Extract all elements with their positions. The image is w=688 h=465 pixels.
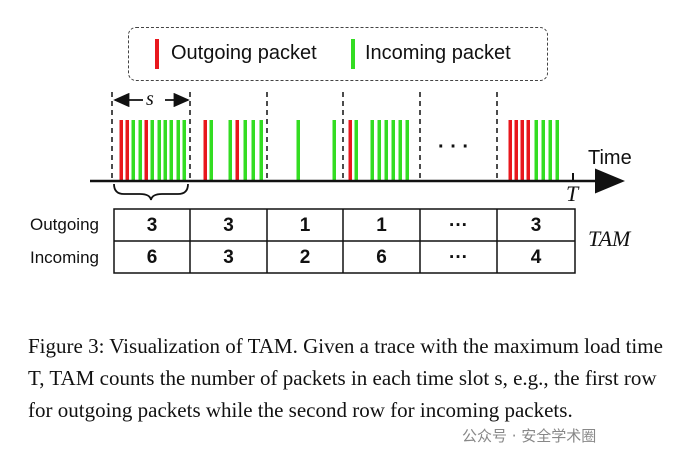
incoming-packet-bar (555, 120, 559, 180)
incoming-packet-bar (296, 120, 300, 180)
tam-label: TAM (588, 226, 631, 251)
incoming-packet-bar (384, 120, 388, 180)
incoming-packet-bar (150, 120, 154, 180)
incoming-packet-bar (138, 120, 142, 180)
slot-label: s (146, 88, 154, 110)
incoming-packet-bar (405, 120, 409, 180)
timeline-diagram (90, 92, 625, 274)
incoming-packet-bar (332, 120, 336, 180)
tam-cell: 1 (376, 215, 387, 236)
incoming-packet-bar (534, 120, 538, 180)
outgoing-packet-bar (203, 120, 207, 180)
outgoing-packet-bar (514, 120, 518, 180)
watermark: 公众号 · 安全学术圈 (462, 427, 597, 445)
legend-outgoing-label: Outgoing packet (171, 42, 317, 64)
slot-brace (113, 183, 189, 201)
tam-cell: 2 (299, 247, 311, 268)
incoming-packet-bar (398, 120, 402, 180)
outgoing-packet-bar (508, 120, 512, 180)
tam-cell: 3 (146, 215, 158, 236)
incoming-packet-bar (243, 120, 247, 180)
tam-cell: 3 (223, 247, 234, 268)
outgoing-packet-bar (520, 120, 524, 180)
figure-caption: Figure 3: Visualization of TAM. Given a … (28, 334, 663, 422)
tam-cell: ··· (449, 247, 468, 268)
outgoing-packet-bar (348, 120, 352, 180)
incoming-packet-bar (391, 120, 395, 180)
tam-cell: 3 (530, 215, 542, 236)
incoming-packet-bar (541, 120, 545, 180)
incoming-packet-bar (163, 120, 167, 180)
tam-cell: 1 (299, 215, 311, 236)
incoming-swatch (351, 39, 355, 69)
outgoing-packet-bar (119, 120, 123, 180)
incoming-packet-bar (228, 120, 232, 180)
tam-cell: ··· (449, 215, 468, 236)
incoming-packet-bar (354, 120, 358, 180)
incoming-packet-bar (209, 120, 213, 180)
outgoing-packet-bar (144, 120, 148, 180)
tam-table-grid (113, 208, 576, 274)
row-label-incoming: Incoming (30, 248, 99, 267)
legend-box: Outgoing packet Incoming packet (128, 27, 548, 81)
outgoing-packet-bar (235, 120, 239, 180)
timeline-gap-dots: · · · (438, 136, 470, 158)
outgoing-packet-bar (526, 120, 530, 180)
incoming-packet-bar (169, 120, 173, 180)
incoming-packet-bar (370, 120, 374, 180)
incoming-packet-bar (157, 120, 161, 180)
tam-cell: 6 (376, 247, 387, 268)
outgoing-swatch (155, 39, 159, 69)
incoming-packet-bar (176, 120, 180, 180)
incoming-packet-bar (548, 120, 552, 180)
legend-incoming-label: Incoming packet (365, 42, 511, 64)
incoming-packet-bar (251, 120, 255, 180)
incoming-packet-bar (377, 120, 381, 180)
row-label-outgoing: Outgoing (30, 215, 99, 234)
incoming-packet-bar (259, 120, 263, 180)
outgoing-packet-bar (125, 120, 129, 180)
incoming-packet-bar (131, 120, 135, 180)
tam-cell: 3 (223, 215, 234, 236)
time-axis-label: Time (588, 147, 632, 169)
max-time-label: T (566, 181, 579, 206)
tam-cell: 4 (530, 247, 542, 268)
tam-cell: 6 (146, 247, 158, 268)
incoming-packet-bar (182, 120, 186, 180)
